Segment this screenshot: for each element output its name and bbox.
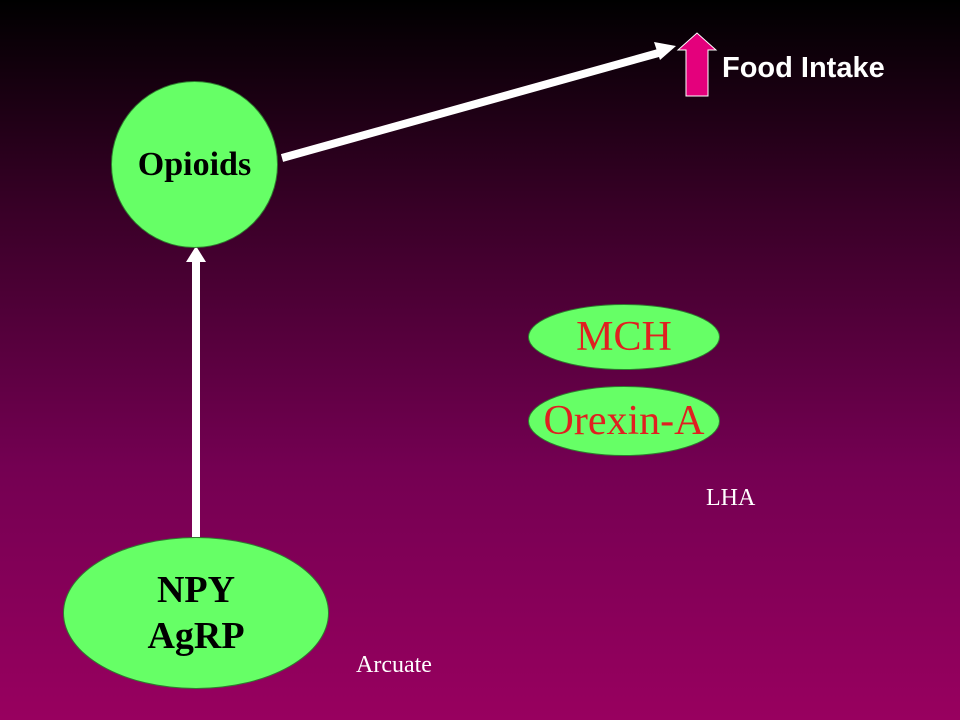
opioids-label: Opioids	[137, 145, 252, 183]
opioids-to-food-arrow	[280, 48, 664, 162]
food-intake-label: Food Intake	[722, 52, 885, 84]
npy-to-opioids-arrowhead	[186, 246, 206, 262]
mch-node: MCH	[528, 304, 720, 370]
npy-label: NPY	[156, 569, 236, 611]
opioids-to-food-arrowhead	[654, 42, 676, 60]
opioids-node: Opioids	[111, 81, 278, 248]
orexin-a-label: Orexin-A	[543, 398, 705, 444]
npy-agrp-node: NPY AgRP	[63, 537, 329, 689]
agrp-label: AgRP	[147, 615, 245, 657]
orexin-a-node: Orexin-A	[528, 386, 720, 456]
mch-label: MCH	[576, 314, 672, 360]
up-arrow-icon	[676, 32, 718, 97]
arcuate-label: Arcuate	[356, 652, 432, 678]
lha-label: LHA	[706, 485, 756, 511]
